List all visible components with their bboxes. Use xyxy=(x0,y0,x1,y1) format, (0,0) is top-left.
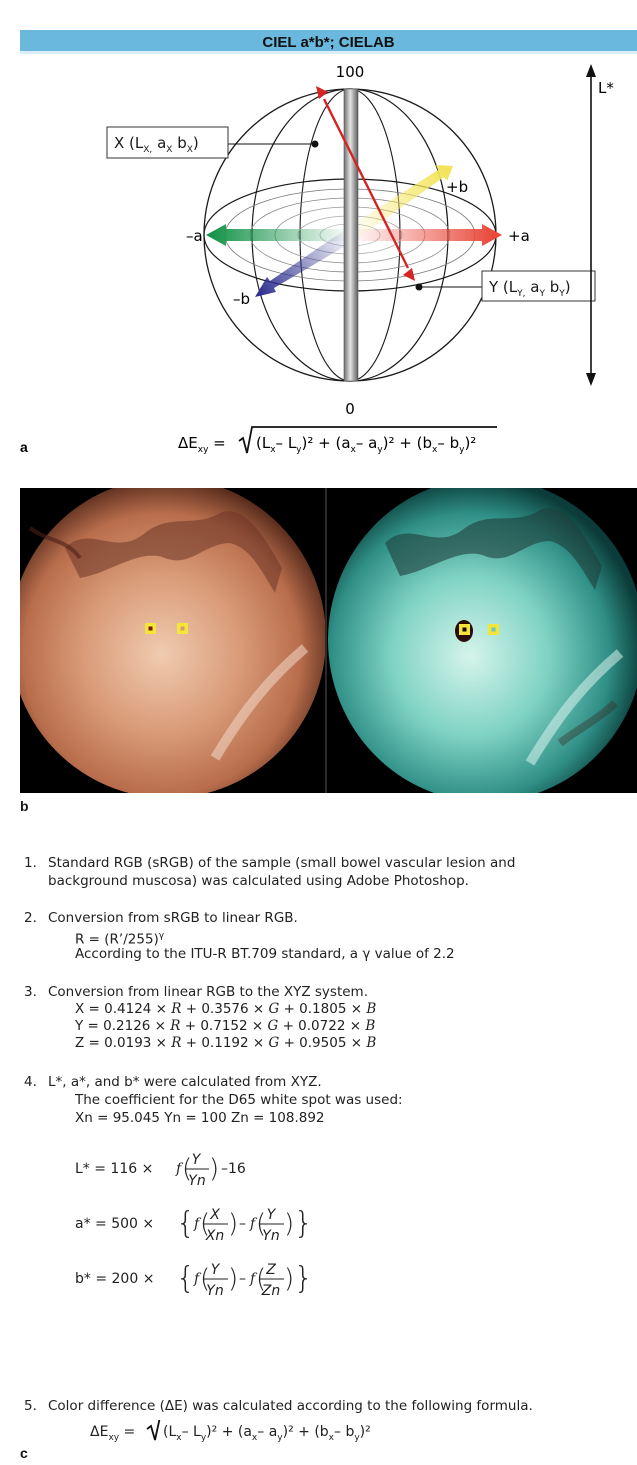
svg-text:{: { xyxy=(176,1206,195,1241)
svg-text:(Lx– Ly)² + (ax– ay)² + (bx–: (Lx– Ly)² + (ax– ay)² + (bx– by)² xyxy=(163,1424,371,1443)
svg-text:–16: –16 xyxy=(221,1161,246,1177)
lightness-arrowhead-up xyxy=(586,64,596,77)
a-star-equation: a* = 500 × { f ( X Xn ) – f ( Y Yn ) } xyxy=(75,1206,313,1244)
plus-b-label: +b xyxy=(446,178,468,196)
step-1-text-line1: Standard RGB (sRGB) of the sample (small… xyxy=(48,855,515,872)
step-3-z-equation: Z = 0.0193 × R + 0.1192 × G + 0.9505 × B xyxy=(75,1035,376,1052)
lightness-axis-label: L* xyxy=(598,79,614,97)
lightness-pole xyxy=(344,89,358,381)
panel-letter-a: a xyxy=(20,439,28,455)
svg-text:}: } xyxy=(294,1206,313,1241)
step-1-text-line2: background muscosa) was calculated using… xyxy=(48,873,469,890)
panel-letter-b: b xyxy=(20,798,29,814)
cielab-sphere-diagram: X (LX, aX bX) Y (LY, aY bY) 100 0 +a –a … xyxy=(0,0,637,470)
minus-b-label: –b xyxy=(233,290,250,308)
svg-text:X: X xyxy=(209,1207,220,1223)
step-5-text: Color difference (ΔE) was calculated acc… xyxy=(48,1398,533,1415)
svg-text:): ) xyxy=(284,1209,294,1239)
step-2-number: 2. xyxy=(24,910,37,927)
svg-text:): ) xyxy=(284,1264,294,1294)
svg-text:ΔExy =: ΔExy = xyxy=(90,1424,135,1443)
enhanced-image xyxy=(328,488,637,793)
step-2-text: Conversion from sRGB to linear RGB. xyxy=(48,910,298,927)
svg-text:): ) xyxy=(209,1154,219,1184)
lab-equations: L* = 116 × f ( Y Yn ) –16 a* = 500 × { f… xyxy=(0,1135,637,1395)
step-4-text: L*, a*, and b* were calculated from XYZ. xyxy=(48,1074,322,1091)
svg-text:(Lx– Ly)² + (ax– ay)² + (bx–: (Lx– Ly)² + (ax– ay)² + (bx– by)² xyxy=(256,434,476,455)
delta-e-formula-c: ΔExy = (Lx– Ly)² + (ax– ay)² + (bx– by)²… xyxy=(0,1420,637,1465)
svg-text:): ) xyxy=(228,1209,238,1239)
svg-text:Y: Y xyxy=(211,1262,221,1278)
delta-e-arrowhead-bottom xyxy=(403,268,415,281)
endoscopy-image-pair xyxy=(20,488,637,793)
l-star-equation: L* = 116 × f ( Y Yn ) –16 xyxy=(75,1152,246,1189)
step-3-number: 3. xyxy=(24,984,37,1001)
svg-text:b* = 200 ×: b* = 200 × xyxy=(75,1271,154,1287)
svg-text:a* = 500 ×: a* = 500 × xyxy=(75,1216,154,1232)
minus-a-label: –a xyxy=(186,227,203,245)
point-x-label: X (LX, aX bX) xyxy=(114,134,199,155)
svg-text:Y: Y xyxy=(192,1152,202,1168)
svg-text:Yn: Yn xyxy=(206,1283,223,1299)
step-5: 5. Color difference (ΔE) was calculated … xyxy=(0,1398,637,1418)
svg-text:Y: Y xyxy=(267,1207,277,1223)
svg-text:–: – xyxy=(239,1271,246,1287)
image-divider xyxy=(325,488,327,793)
point-y-label: Y (LY, aY bY) xyxy=(488,278,571,299)
svg-text:}: } xyxy=(294,1261,313,1296)
svg-text:Yn: Yn xyxy=(262,1228,279,1244)
b-star-equation: b* = 200 × { f ( Y Yn ) – f ( Z Zn ) } xyxy=(75,1261,313,1299)
panel-letter-c: c xyxy=(20,1445,28,1461)
svg-text:–: – xyxy=(239,1216,246,1232)
svg-text:Yn: Yn xyxy=(188,1173,205,1189)
step-2-note: According to the ITU-R BT.709 standard, … xyxy=(75,946,455,963)
step-3-x-equation: X = 0.4124 × R + 0.3576 × G + 0.1805 × B xyxy=(75,1001,376,1018)
delta-e-formula-a: ΔExy = (Lx– Ly)² + (ax– ay)² + (bx– by)² xyxy=(178,427,497,455)
step-4-note: The coefficient for the D65 white spot w… xyxy=(75,1092,403,1109)
svg-text:Xn: Xn xyxy=(205,1228,224,1244)
svg-text:{: { xyxy=(176,1261,195,1296)
step-3-y-equation: Y = 0.2126 × R + 0.7152 × G + 0.0722 × B xyxy=(75,1018,375,1035)
svg-text:ΔExy =: ΔExy = xyxy=(178,434,226,455)
step-3-text: Conversion from linear RGB to the XYZ sy… xyxy=(48,984,368,1001)
step-4-coefficients: Xn = 95.045 Yn = 100 Zn = 108.892 xyxy=(75,1110,325,1127)
step-5-number: 5. xyxy=(24,1398,37,1415)
lightness-arrowhead-down xyxy=(586,373,596,386)
step-4-number: 4. xyxy=(24,1074,37,1091)
svg-text:L* = 116 ×: L* = 116 × xyxy=(75,1161,153,1177)
svg-text:): ) xyxy=(228,1264,238,1294)
svg-text:Zn: Zn xyxy=(261,1283,280,1299)
plus-a-label: +a xyxy=(508,227,530,245)
svg-text:Z: Z xyxy=(265,1262,276,1278)
lightness-bottom-value: 0 xyxy=(345,400,355,418)
step-1-number: 1. xyxy=(24,855,37,872)
lightness-top-value: 100 xyxy=(336,63,365,81)
white-light-image xyxy=(20,488,326,793)
